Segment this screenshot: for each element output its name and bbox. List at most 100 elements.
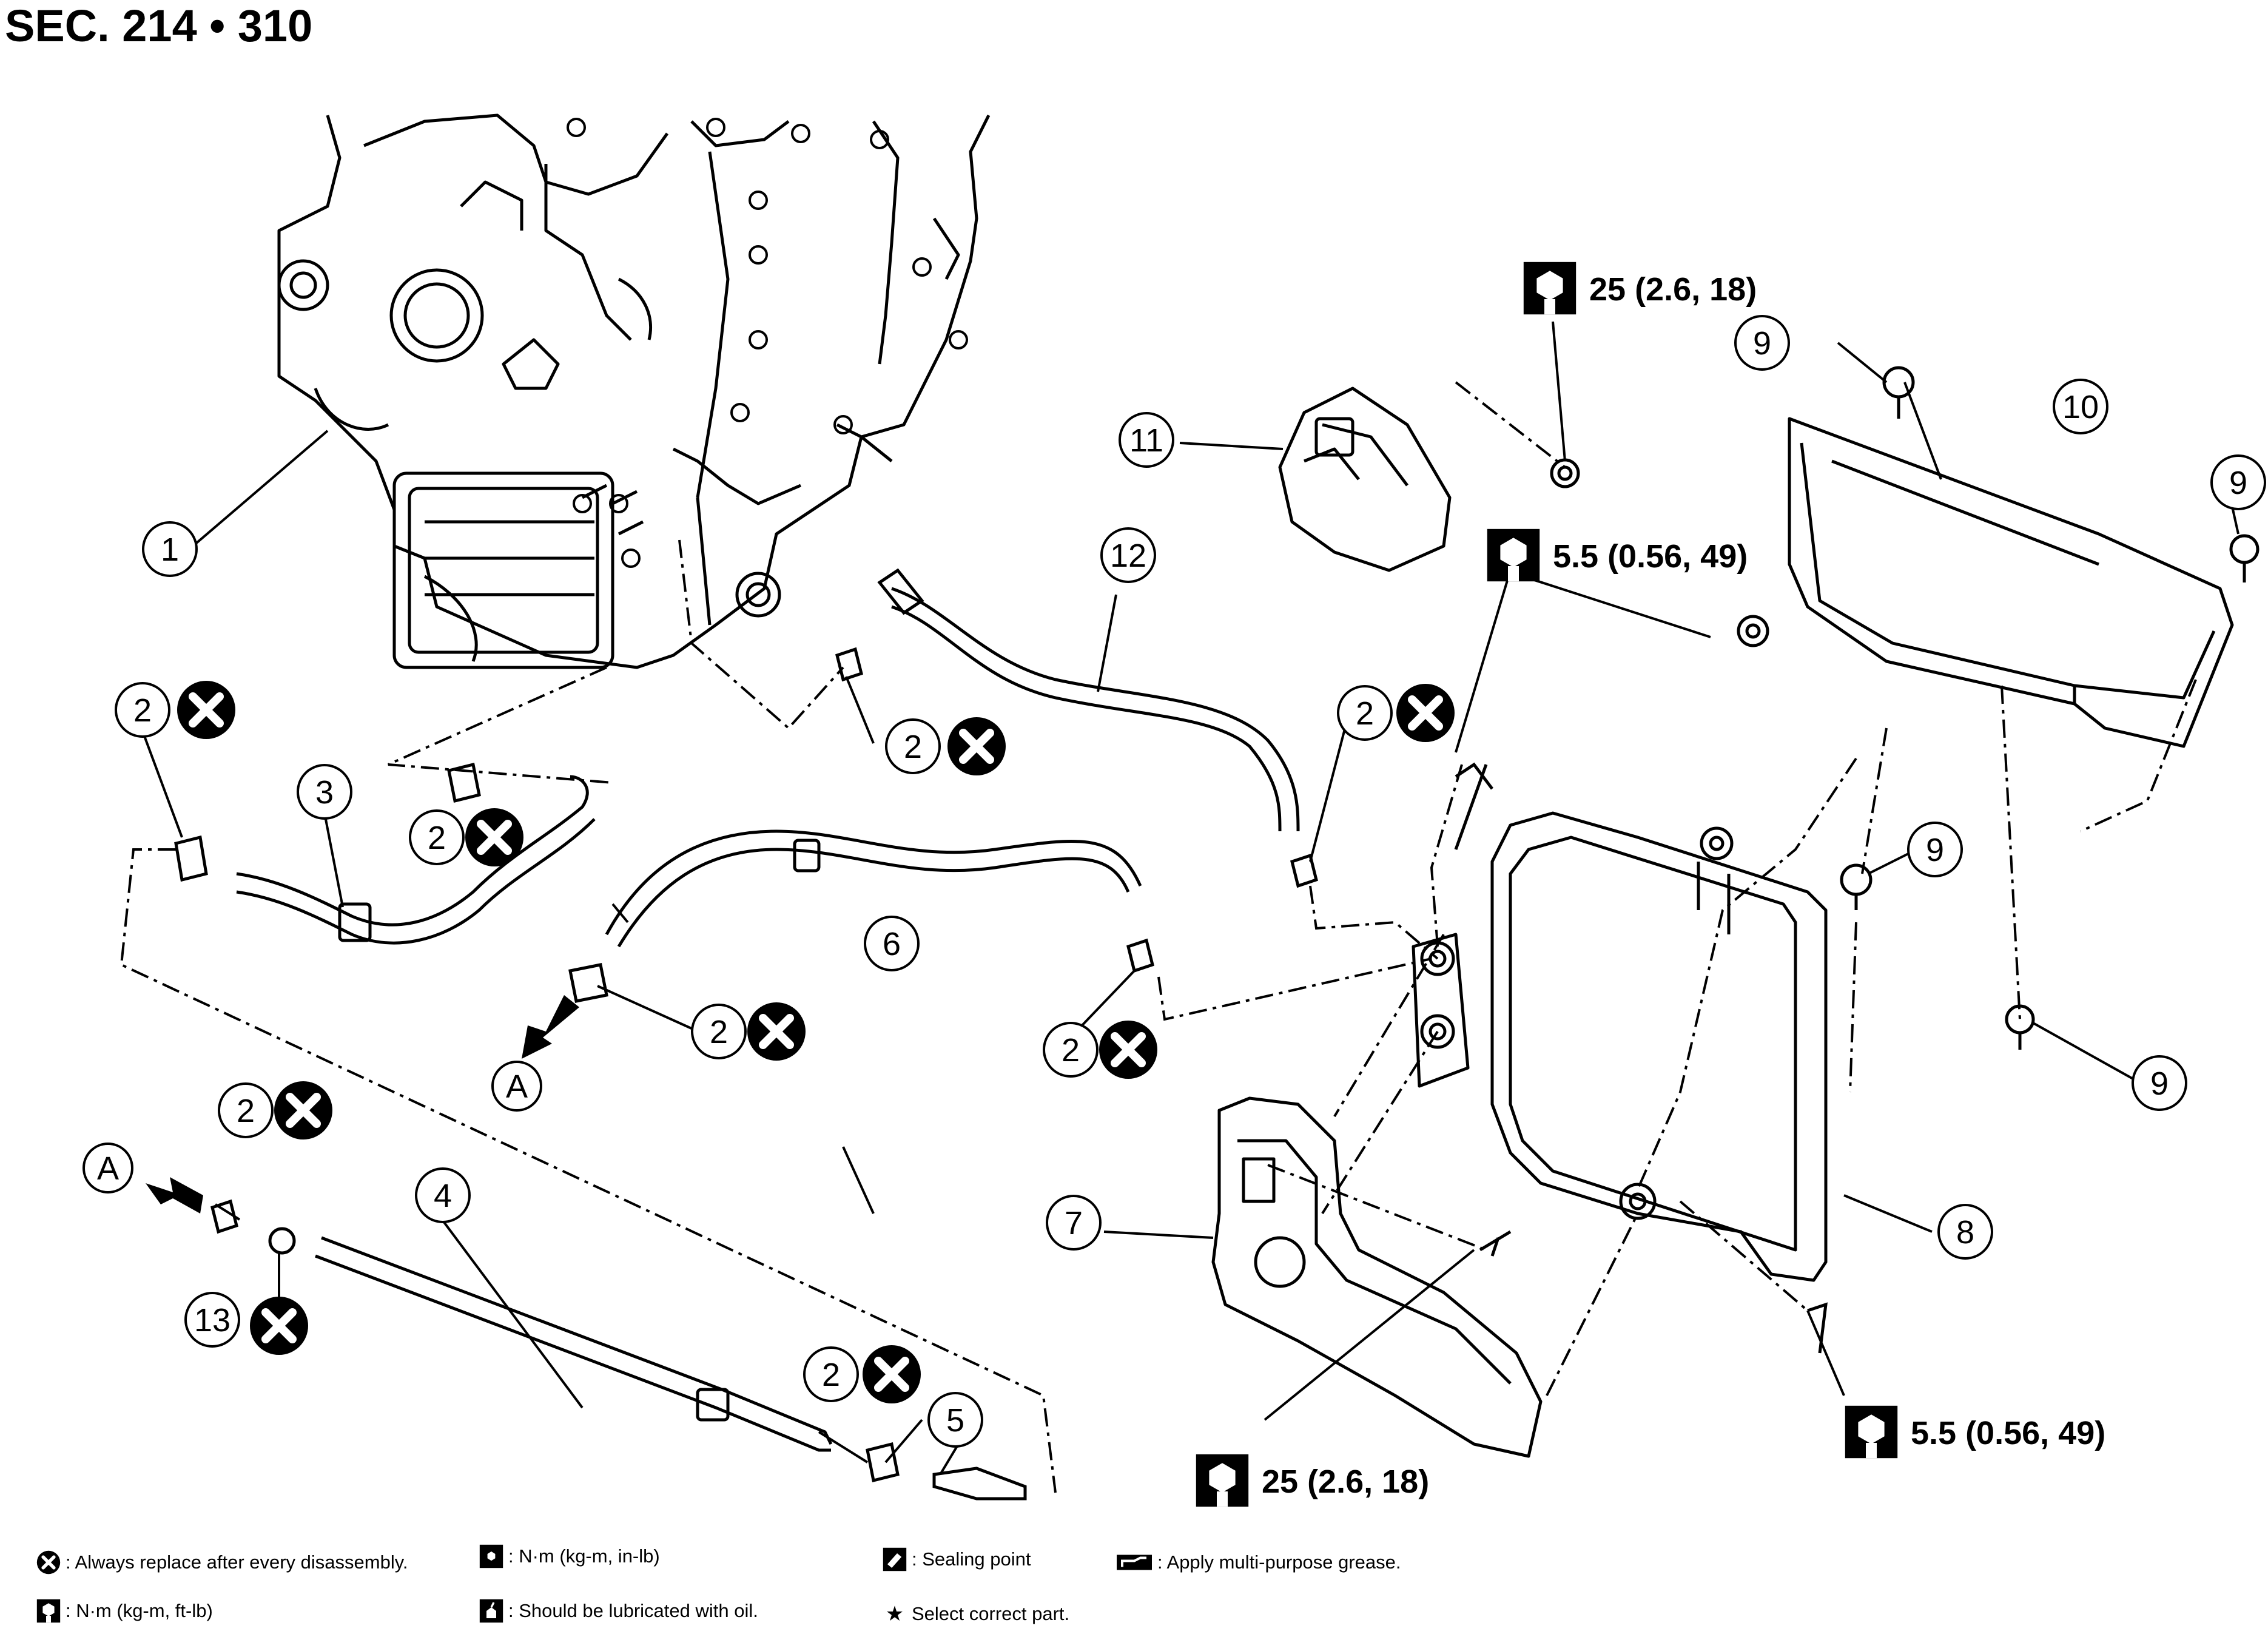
callout-2-label: 2 — [822, 1357, 840, 1393]
sealing-icon — [883, 1547, 907, 1572]
callout-2-label: 2 — [237, 1093, 255, 1129]
callout-1: 1 — [142, 521, 198, 577]
torque-in-lb-icon — [479, 1544, 503, 1568]
callout-3: 3 — [297, 764, 352, 820]
callout-9-label: 9 — [2150, 1065, 2169, 1102]
replace-icon — [177, 681, 235, 739]
replace-icon — [947, 717, 1006, 775]
assembly-leaders — [119, 381, 2197, 1493]
torque-ft-lb-icon — [1523, 262, 1576, 315]
callout-2: 2 — [1043, 1022, 1099, 1078]
replace-icon — [250, 1297, 308, 1355]
torque-spec-2: 5.5 (0.56, 49) — [1553, 538, 1748, 575]
engine-block — [277, 113, 991, 669]
callout-9: 9 — [1907, 822, 1963, 877]
callout-10: 10 — [2053, 379, 2108, 434]
torque-spec-1: 25 (2.6, 18) — [1589, 271, 1757, 308]
callouts: 1 2 3 2 2 12 11 6 2 2 2 2 13 4 2 5 7 8 9… — [82, 315, 2266, 1448]
callout-13: 13 — [184, 1292, 240, 1348]
shield-10 — [1788, 417, 2234, 748]
hose-4 — [315, 1236, 833, 1452]
callout-12-label: 12 — [1110, 538, 1146, 574]
callout-2-label: 2 — [1062, 1032, 1080, 1069]
legend-in-lb-text: : N·m (kg-m, in-lb) — [508, 1545, 660, 1567]
callout-3-label: 3 — [315, 774, 334, 811]
section-title: SEC. 214 • 310 — [5, 1, 313, 51]
legend-grease-text: : Apply multi-purpose grease. — [1157, 1551, 1401, 1573]
callout-1-label: 1 — [161, 532, 179, 568]
bracket-11 — [1278, 387, 1452, 572]
callout-7-label: 7 — [1065, 1205, 1083, 1241]
callout-13-label: 13 — [194, 1302, 231, 1339]
callout-6-label: 6 — [883, 926, 901, 962]
direction-arrows — [146, 995, 579, 1214]
torque-in-lb-icon — [1845, 1405, 1898, 1459]
legend-sealing: : Sealing point — [883, 1547, 1031, 1572]
callout-9-label: 9 — [1753, 325, 1771, 362]
engine-bolts — [567, 118, 968, 568]
grease-icon — [1116, 1550, 1153, 1575]
torque-specs: 25 (2.6, 18) 5.5 (0.56, 49) 25 (2.6, 18)… — [1196, 262, 2105, 1507]
callout-11-label: 11 — [1129, 422, 1163, 459]
callout-9-label: 9 — [1926, 832, 1944, 868]
callout-9: 9 — [2210, 454, 2266, 510]
callout-a-label: A — [506, 1069, 528, 1105]
callout-2: 2 — [803, 1346, 859, 1402]
torque-spec-4: 5.5 (0.56, 49) — [1911, 1415, 2105, 1451]
legend-replace-text: : Always replace after every disassembly… — [66, 1551, 408, 1573]
legend-select-text: Select correct part. — [912, 1603, 1070, 1624]
legend-select: ★ Select correct part. — [883, 1602, 1069, 1626]
legend-lubricate-text: : Should be lubricated with oil. — [508, 1600, 758, 1621]
legend-ft-lb: : N·m (kg-m, ft-lb) — [36, 1599, 213, 1623]
hose-3 — [236, 775, 596, 945]
torque-spec-3: 25 (2.6, 18) — [1262, 1464, 1429, 1500]
callout-leaders — [141, 321, 2239, 1476]
callout-8: 8 — [1937, 1204, 1993, 1260]
callout-2-label: 2 — [710, 1014, 728, 1050]
legend-sealing-text: : Sealing point — [912, 1548, 1031, 1570]
callout-2-label: 2 — [133, 692, 152, 729]
legend-replace: : Always replace after every disassembly… — [36, 1550, 408, 1575]
callout-2: 2 — [409, 809, 465, 865]
replace-icon — [863, 1345, 921, 1403]
callout-2: 2 — [691, 1004, 747, 1059]
star-icon: ★ — [885, 1602, 904, 1626]
callout-a: A — [491, 1061, 542, 1112]
replace-icon — [465, 808, 523, 866]
legend-ft-lb-text: : N·m (kg-m, ft-lb) — [66, 1600, 213, 1621]
callout-7: 7 — [1046, 1195, 1102, 1251]
callout-9: 9 — [1734, 315, 1790, 371]
callout-2: 2 — [885, 718, 941, 774]
replace-icon — [1396, 684, 1455, 742]
legend-grease: : Apply multi-purpose grease. — [1116, 1550, 1401, 1575]
callout-a-label: A — [97, 1150, 119, 1187]
callout-2: 2 — [1337, 685, 1393, 741]
oil-can-icon — [479, 1599, 503, 1623]
replace-icon — [747, 1002, 806, 1061]
torque-in-lb-icon — [1487, 528, 1540, 582]
callout-2: 2 — [115, 682, 170, 738]
legend-lubricate: : Should be lubricated with oil. — [479, 1599, 758, 1623]
torque-ft-lb-icon — [36, 1599, 61, 1623]
callout-5: 5 — [927, 1392, 983, 1448]
callout-2: 2 — [218, 1082, 274, 1138]
callout-9-label: 9 — [2229, 465, 2247, 501]
torque-ft-lb-icon — [1196, 1454, 1249, 1507]
callout-12: 12 — [1100, 527, 1156, 583]
callout-11: 11 — [1119, 412, 1174, 468]
replace-icon — [274, 1081, 332, 1139]
hose-6 — [605, 829, 1142, 948]
callout-4-label: 4 — [434, 1178, 452, 1214]
oil-cooler-8 — [1412, 811, 1828, 1282]
callout-5-label: 5 — [946, 1402, 964, 1439]
callout-8-label: 8 — [1956, 1214, 1974, 1251]
replace-icon — [36, 1550, 61, 1575]
replace-icon — [1099, 1021, 1157, 1079]
callout-10-label: 10 — [2062, 389, 2099, 425]
bracket-7 — [1211, 1096, 1543, 1458]
callout-a: A — [82, 1143, 133, 1193]
callout-4: 4 — [415, 1167, 471, 1223]
legend-in-lb: : N·m (kg-m, in-lb) — [479, 1544, 660, 1568]
callout-6: 6 — [864, 916, 920, 971]
